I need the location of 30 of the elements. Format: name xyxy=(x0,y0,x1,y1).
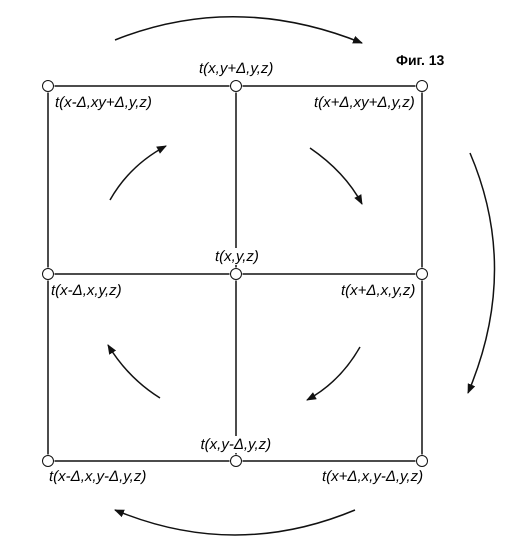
node-circle xyxy=(230,454,242,466)
grid-line xyxy=(421,92,423,268)
grid-line xyxy=(242,460,416,462)
node-label: t(x,y-Δ,y,z) xyxy=(200,436,272,453)
node-circle xyxy=(42,80,54,92)
grid-line xyxy=(235,92,237,268)
node-label: t(x-Δ,x,y-Δ,y,z) xyxy=(48,468,148,485)
node-label: t(x,y,z) xyxy=(214,248,260,265)
grid-line xyxy=(242,85,416,87)
node-label: t(x-Δ,x,y,z) xyxy=(50,282,123,299)
node-circle xyxy=(42,268,54,280)
node-circle xyxy=(416,454,428,466)
node-label: t(x,y+Δ,y,z) xyxy=(198,60,274,77)
grid-line xyxy=(54,460,230,462)
node-circle xyxy=(230,80,242,92)
grid-line xyxy=(242,273,416,275)
node-label: t(x+Δ,x,y,z) xyxy=(340,282,416,299)
grid-line xyxy=(47,92,49,268)
node-label: t(x+Δ,xy+Δ,y,z) xyxy=(313,94,416,111)
node-label: t(x+Δ,x,y-Δ,y,z) xyxy=(321,468,424,485)
grid-line xyxy=(47,280,49,454)
node-circle xyxy=(230,268,242,280)
node-circle xyxy=(42,454,54,466)
grid-line xyxy=(54,273,230,275)
node-circle xyxy=(416,80,428,92)
node-circle xyxy=(416,268,428,280)
node-label: t(x-Δ,xy+Δ,y,z) xyxy=(54,94,153,111)
grid-line xyxy=(54,85,230,87)
grid-line xyxy=(235,280,237,454)
grid-line xyxy=(421,280,423,454)
